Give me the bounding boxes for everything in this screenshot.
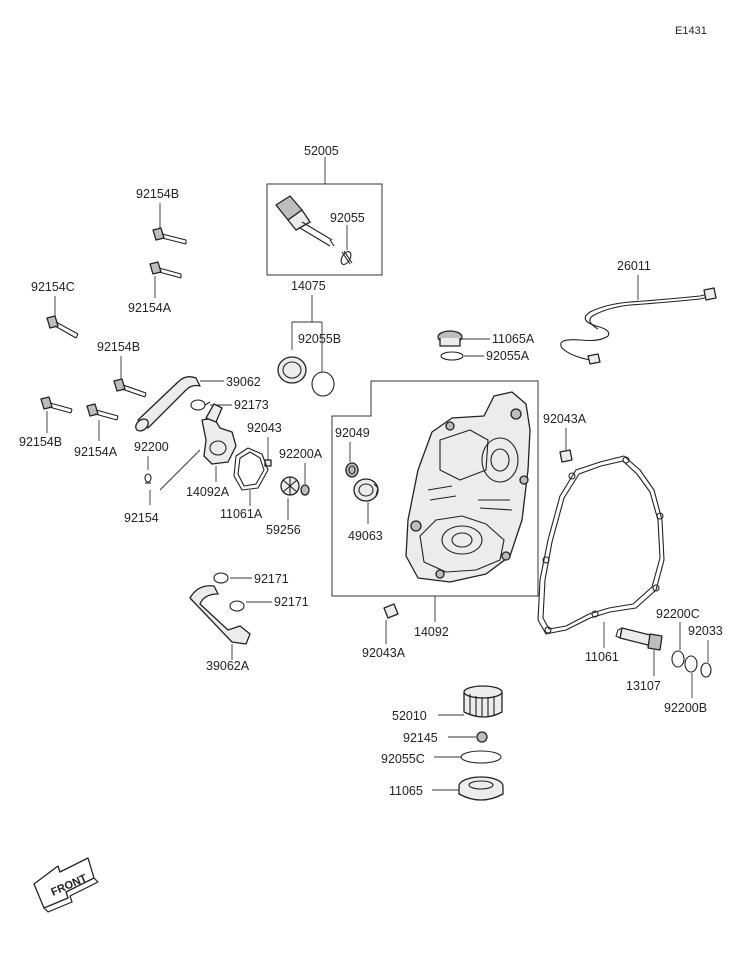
label-14092: 14092 <box>414 625 449 639</box>
pipe-39062A-icon <box>189 585 251 645</box>
label-92154C: 92154C <box>31 280 75 294</box>
label-13107: 13107 <box>626 679 661 693</box>
cover-14092-group: 92049 49063 <box>331 380 539 597</box>
clamp-92173-icon <box>190 399 211 411</box>
bolt-92154B-low-icon <box>40 396 73 414</box>
label-92055A: 92055A <box>486 349 530 363</box>
clamp-92171b-icon <box>229 600 245 612</box>
impeller-59256-icon <box>280 476 300 496</box>
circlip-92033-icon <box>700 662 712 678</box>
pump-cover-14092A-icon <box>201 403 237 465</box>
label-92200A: 92200A <box>279 447 323 461</box>
label-92154B-low: 92154B <box>19 435 62 449</box>
gasket-11061-icon <box>537 455 665 635</box>
label-11065: 11065 <box>389 784 423 798</box>
bolt-92154C-icon <box>46 315 79 339</box>
pin-92043A-right-icon <box>559 449 573 463</box>
label-92171-a: 92171 <box>254 572 289 586</box>
label-39062A: 39062A <box>206 659 250 673</box>
label-92049: 92049 <box>335 426 370 440</box>
label-92154B-top: 92154B <box>136 187 179 201</box>
seal-92049-icon <box>345 462 359 478</box>
pin-92043A-low-icon <box>383 603 399 619</box>
bearing-49063-icon <box>353 478 379 502</box>
label-92043A-right: 92043A <box>543 412 587 426</box>
label-39062: 39062 <box>226 375 261 389</box>
oil-gauge-group: 52005 92055 <box>266 144 383 276</box>
harness-26011-icon <box>560 287 717 365</box>
oil-gauge-box <box>266 183 383 276</box>
bolt-92154B-top-icon <box>152 227 187 245</box>
label-14092A: 14092A <box>186 485 230 499</box>
shaft-13107-icon <box>615 627 663 651</box>
label-11061A: 11061A <box>220 507 263 521</box>
label-92145: 92145 <box>403 731 438 745</box>
label-11065A: 11065A <box>492 332 535 346</box>
washer-92154-icon <box>144 473 152 484</box>
pipe-39062-icon <box>135 376 201 432</box>
washer-92200A-icon <box>300 484 310 496</box>
bolt-92154A-low-icon <box>86 403 119 421</box>
filler-cap-11065A-icon <box>437 330 463 347</box>
label-92154: 92154 <box>124 511 159 525</box>
o-ring-92055-icon <box>340 250 353 265</box>
front-arrow-icon: FRONT <box>33 857 99 913</box>
label-92033: 92033 <box>688 624 723 638</box>
o-ring-92055B-icon <box>311 371 335 397</box>
filter-cap-11065-icon <box>458 776 504 801</box>
gasket-11061A-icon <box>233 447 269 491</box>
label-92154A-low: 92154A <box>74 445 118 459</box>
cover-14092-box <box>331 380 539 597</box>
dipstick-icon <box>275 195 335 247</box>
label-92154B-mid: 92154B <box>97 340 140 354</box>
label-92200B: 92200B <box>664 701 707 715</box>
label-92200: 92200 <box>134 440 169 454</box>
label-92055B: 92055B <box>298 332 341 346</box>
o-ring-92055A-icon <box>440 351 464 361</box>
label-14075: 14075 <box>291 279 326 293</box>
label-92055: 92055 <box>330 211 365 225</box>
label-59256: 59256 <box>266 523 301 537</box>
plug-14075-icon <box>277 356 307 384</box>
label-52010: 52010 <box>392 709 427 723</box>
label-92055C: 92055C <box>381 752 425 766</box>
bolt-92154B-mid-icon <box>113 378 147 398</box>
washer-92200C-icon <box>671 650 685 668</box>
label-26011: 26011 <box>617 259 651 273</box>
o-ring-92055C-icon <box>460 750 502 764</box>
label-11061: 11061 <box>585 650 619 664</box>
crankcase-cover-icon <box>405 391 531 583</box>
clamp-92171a-icon <box>213 572 229 584</box>
label-92171-b: 92171 <box>274 595 309 609</box>
label-92043A-low: 92043A <box>362 646 406 660</box>
bolt-92154A-top-icon <box>149 261 182 279</box>
label-52005: 52005 <box>304 144 339 158</box>
label-92200C: 92200C <box>656 607 700 621</box>
washer-92200B-icon <box>684 655 698 673</box>
label-92154A-top: 92154A <box>128 301 172 315</box>
oil-filter-52010-icon <box>463 685 503 718</box>
diagram-ref: E1431 <box>675 25 707 37</box>
spring-92145-icon <box>476 731 488 743</box>
label-92173: 92173 <box>234 398 269 412</box>
label-92043: 92043 <box>247 421 282 435</box>
label-49063: 49063 <box>348 529 383 543</box>
